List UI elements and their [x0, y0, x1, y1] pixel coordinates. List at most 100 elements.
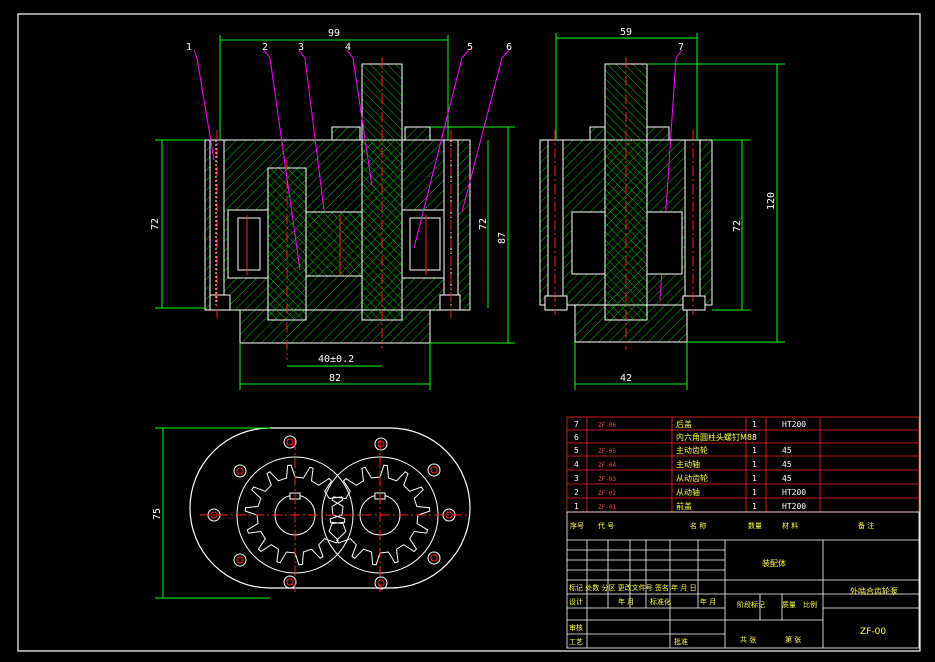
title-process: 工艺 [569, 638, 583, 646]
dim-base-width: 82 [329, 373, 341, 384]
parts-header-no: 序号 [570, 521, 584, 530]
parts-row-code: ZF-05 [598, 448, 616, 455]
dim-center-distance: 40±0.2 [318, 354, 354, 365]
dim-side-height-outer: 120 [766, 192, 777, 210]
balloon-5: 5 [467, 42, 473, 53]
parts-row-qty: 1 [752, 488, 757, 497]
drawing-frame [17, 13, 921, 652]
bolt-hole-center [430, 466, 438, 474]
side-dimensions [555, 33, 785, 390]
top-dimensions [155, 427, 270, 599]
balloon-2: 2 [262, 42, 268, 53]
parts-row-name: 从动轴 [676, 487, 700, 497]
parts-list-grid [566, 416, 920, 513]
front-section-view [204, 58, 471, 360]
title-assembly-name: 装配体 [762, 558, 786, 568]
balloon-1: 1 [186, 42, 192, 53]
balloon-7: 7 [678, 42, 684, 53]
dim-front-left-height: 72 [150, 218, 161, 230]
parts-row-material: 45 [782, 446, 792, 455]
balloon-4: 4 [345, 42, 351, 53]
bolt-hole [427, 551, 441, 565]
parts-row-no: 2 [574, 488, 579, 497]
parts-row-name: 主动齿轮 [676, 445, 708, 455]
parts-row-material: HT200 [782, 502, 806, 511]
parts-header-qty: 数量 [748, 521, 762, 530]
title-block-grid [566, 511, 920, 649]
title-check: 审核 [569, 623, 583, 632]
bolt-hole [283, 435, 297, 449]
dim-front-right-height-inner: 72 [478, 218, 489, 230]
bolt-hole-center [377, 579, 385, 587]
parts-row-code: ZF-01 [598, 504, 616, 511]
bolt-holes [207, 435, 456, 590]
title-product-name: 外啮合齿轮泵 [850, 586, 898, 596]
parts-row-code: ZF-04 [598, 462, 616, 469]
bolt-hole-center [430, 554, 438, 562]
parts-row-material: HT200 [782, 420, 806, 429]
title-row-revision: 标记 处数 分区 更改文件号 签名 年 月 日 [569, 583, 697, 592]
parts-row-name: 前盖 [676, 501, 692, 511]
bolt-hole-center [286, 438, 294, 446]
parts-row-qty: 1 [752, 474, 757, 483]
bolt-hole [427, 463, 441, 477]
dim-front-right-height-outer: 87 [497, 232, 508, 244]
bolt-hole-center [286, 578, 294, 586]
parts-header-note: 备 注 [858, 521, 874, 530]
parts-header-name: 名 称 [690, 521, 706, 530]
parts-row-qty: 1 [752, 420, 757, 429]
parts-row-no: 4 [574, 460, 579, 469]
parts-header-material: 材 料 [782, 521, 798, 530]
parts-row-no: 5 [574, 446, 579, 455]
bolt-hole-center [236, 467, 244, 475]
balloon-3: 3 [298, 42, 304, 53]
dim-side-height-inner: 72 [732, 220, 743, 232]
bolt-hole-center [377, 440, 385, 448]
parts-row-code: ZF-06 [598, 422, 616, 429]
parts-row-material: HT200 [782, 488, 806, 497]
front-dimensions [155, 35, 515, 390]
parts-header-code: 代 号 [598, 521, 614, 530]
gear-profile [329, 464, 431, 566]
title-row-standard-date: 年 月 [700, 597, 716, 606]
top-view [189, 427, 471, 592]
parts-row-qty: 8 [752, 433, 757, 442]
side-section-view [539, 58, 713, 350]
title-row-design: 设计 [569, 597, 583, 606]
parts-row-no: 7 [574, 420, 579, 429]
title-drawing-no: ZF-00 [860, 627, 886, 637]
parts-row-no: 6 [574, 433, 579, 442]
parts-row-qty: 1 [752, 502, 757, 511]
title-sheets: 共 张 [740, 635, 756, 644]
dim-front-width: 99 [328, 28, 340, 39]
parts-row-name: 主动轴 [676, 459, 700, 469]
parts-row-qty: 1 [752, 460, 757, 469]
parts-row-qty: 1 [752, 446, 757, 455]
bolt-hole-center [236, 556, 244, 564]
title-scale-label: 比例 [803, 600, 817, 609]
bolt-hole [233, 464, 247, 478]
bolt-hole [374, 576, 388, 590]
title-sheet-no: 第 张 [785, 635, 801, 644]
parts-row-name: 内六角圆柱头螺钉M8 [676, 432, 752, 442]
dim-side-width: 59 [620, 27, 632, 38]
parts-row-material: 45 [782, 474, 792, 483]
bolt-hole-center [210, 511, 218, 519]
title-row-standard: 标准化 [650, 597, 671, 606]
title-approve: 批准 [674, 637, 688, 646]
parts-row-no: 1 [574, 502, 579, 511]
bolt-hole [283, 575, 297, 589]
parts-row-name: 从动齿轮 [676, 473, 708, 483]
bolt-hole [233, 553, 247, 567]
bolt-hole [374, 437, 388, 451]
balloon-6: 6 [506, 42, 512, 53]
dim-top-height: 75 [152, 508, 163, 520]
title-row-design-date: 年 月 [618, 597, 634, 606]
dim-side-base-width: 42 [620, 373, 632, 384]
parts-row-code: ZF-03 [598, 476, 616, 483]
parts-row-code: ZF-02 [598, 490, 616, 497]
parts-row-no: 3 [574, 474, 579, 483]
title-weight-label: 质量 [782, 600, 796, 609]
